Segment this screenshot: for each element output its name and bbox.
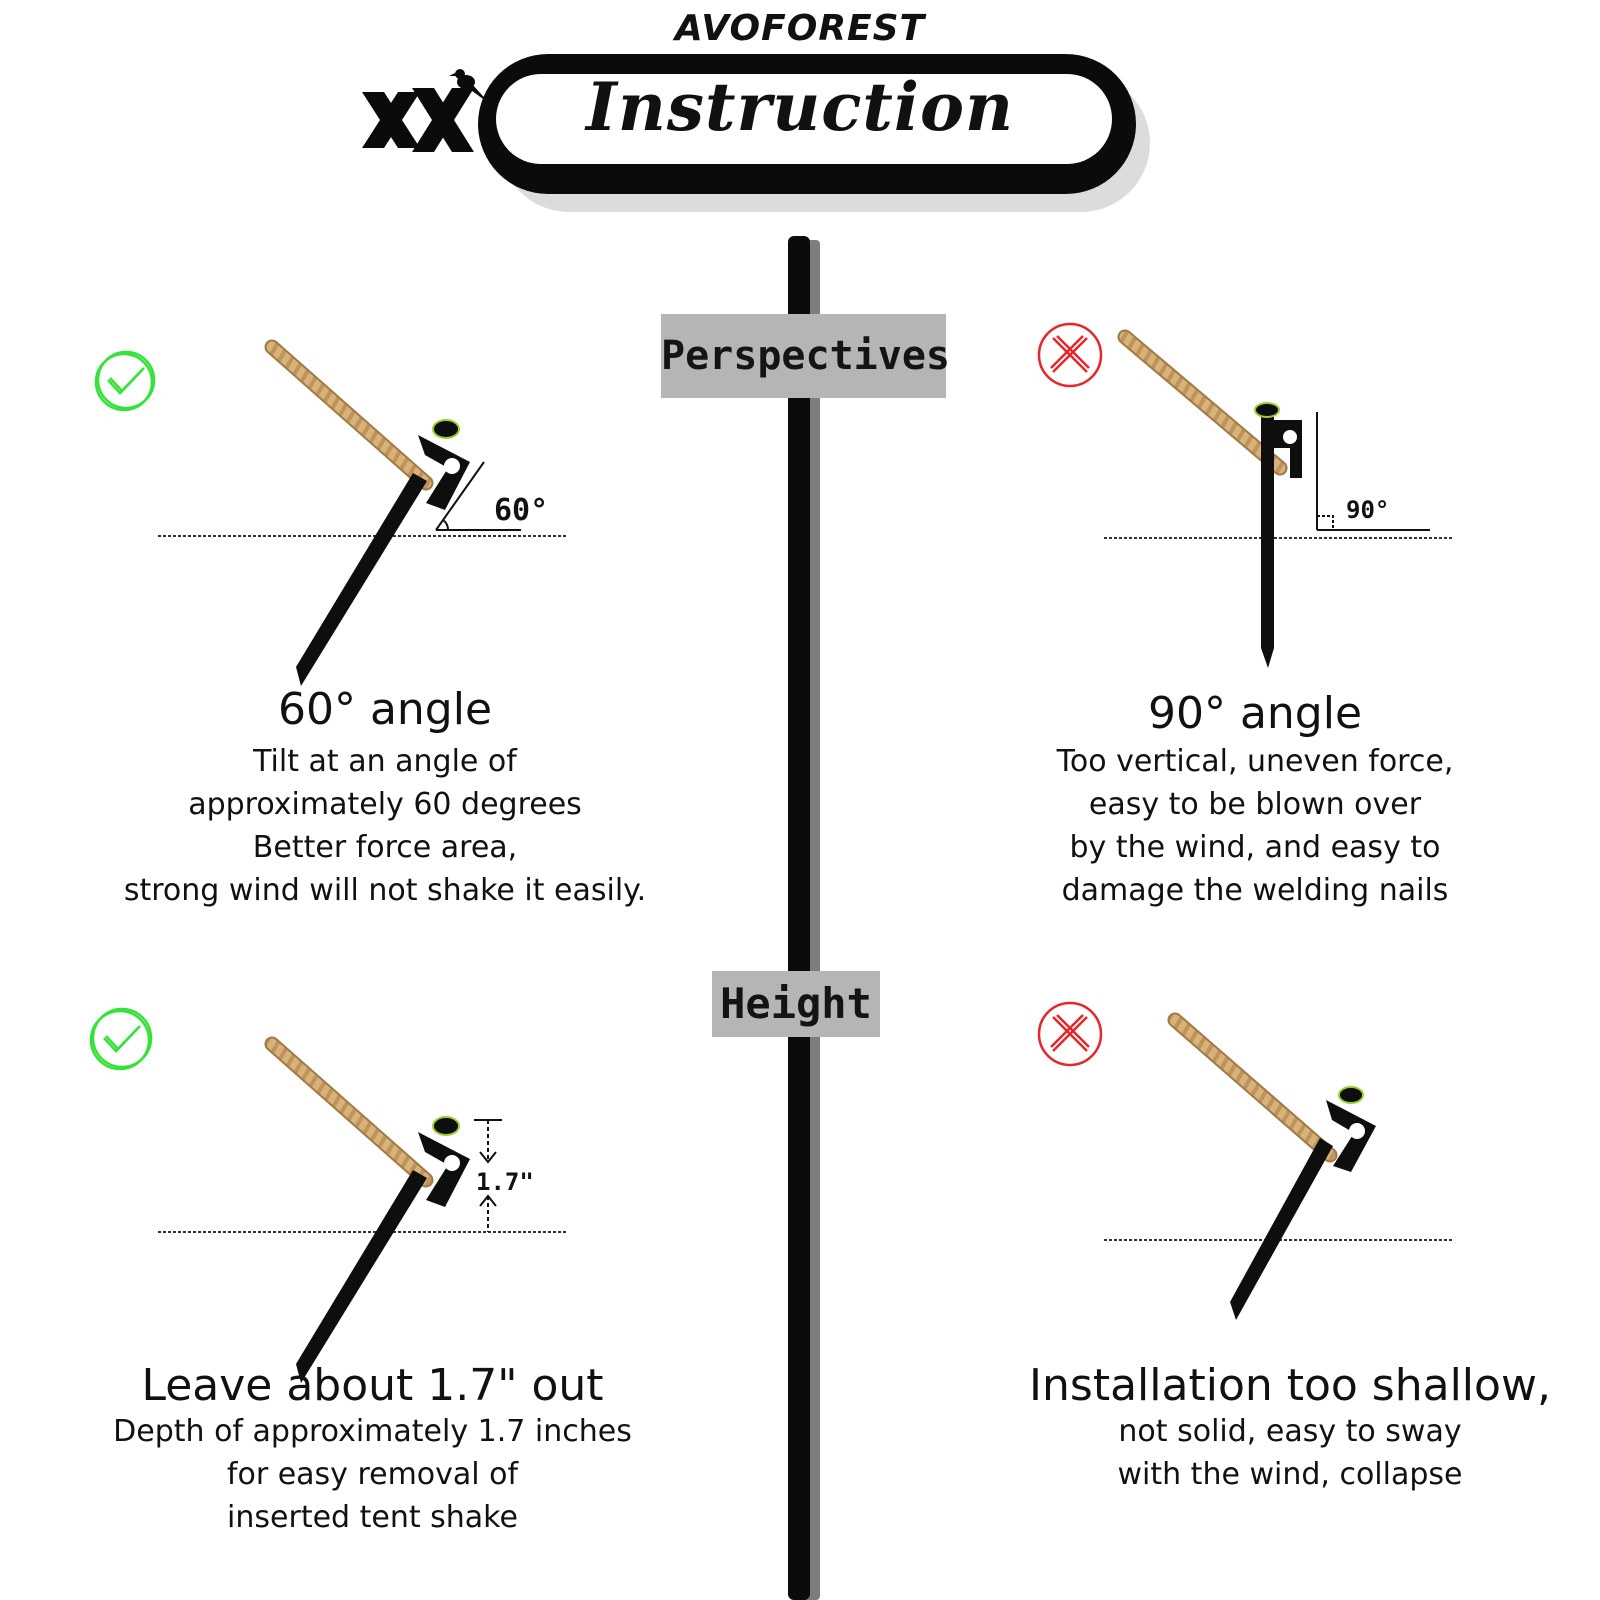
cross-circle-icon — [1037, 322, 1103, 388]
rope-strand — [266, 1038, 432, 1186]
tent-stake-icon — [1230, 1086, 1376, 1320]
caption-line: by the wind, and easy to — [1069, 830, 1441, 865]
caption-title-too-shallow: Installation too shallow, — [1029, 1360, 1551, 1411]
angle-label-60: 60° — [494, 493, 548, 528]
check-circle-icon — [94, 350, 156, 412]
section-label-perspectives: Perspectives — [661, 314, 950, 398]
brand-name: AVOFOREST — [674, 8, 926, 49]
section-label-height: Height — [712, 971, 880, 1037]
caption-line: with the wind, collapse — [1117, 1457, 1463, 1492]
rope-strand — [1119, 331, 1286, 474]
caption-line: Tilt at an angle of — [253, 744, 517, 779]
caption-line: Too vertical, uneven force, — [1056, 744, 1454, 779]
rope-strand — [1169, 1014, 1336, 1161]
caption-line: Depth of approximately 1.7 inches — [113, 1414, 632, 1449]
caption-body-60-angle: Tilt at an angle of approximately 60 deg… — [100, 740, 670, 912]
angle-indicator — [435, 461, 521, 531]
cross-circle-icon — [1037, 1001, 1103, 1067]
bird-logo-icon — [362, 69, 490, 152]
caption-title-60-angle: 60° angle — [277, 684, 493, 735]
caption-line: damage the welding nails — [1061, 873, 1449, 908]
caption-body-too-shallow: not solid, easy to sway with the wind, c… — [1010, 1410, 1570, 1496]
caption-body-height-correct: Depth of approximately 1.7 inches for ea… — [100, 1410, 645, 1539]
height-indicator — [474, 1119, 502, 1232]
height-label: 1.7" — [476, 1168, 534, 1196]
caption-body-90-angle: Too vertical, uneven force, easy to be b… — [1000, 740, 1510, 912]
header-banner — [478, 54, 1150, 212]
caption-line: Better force area, — [252, 830, 518, 865]
check-circle-icon — [89, 1007, 153, 1071]
rope-strand — [266, 341, 432, 489]
caption-line: strong wind will not shake it easily. — [123, 873, 647, 908]
caption-line: easy to be blown over — [1088, 787, 1422, 822]
right-angle-indicator — [1316, 412, 1430, 531]
angle-label-90: 90° — [1346, 496, 1389, 524]
caption-title-90-angle: 90° angle — [1147, 688, 1363, 739]
caption-line: approximately 60 degrees — [188, 787, 582, 822]
page-title: Instruction — [585, 68, 1014, 146]
tent-stake-icon — [296, 419, 470, 686]
tent-stake-icon — [1254, 402, 1302, 668]
caption-title-height-correct: Leave about 1.7" out — [141, 1360, 604, 1411]
caption-line: not solid, easy to sway — [1118, 1414, 1462, 1449]
caption-line: for easy removal of — [226, 1457, 519, 1492]
tent-stake-icon — [296, 1116, 470, 1383]
caption-line: inserted tent shake — [227, 1500, 518, 1535]
center-divider — [788, 236, 820, 1600]
